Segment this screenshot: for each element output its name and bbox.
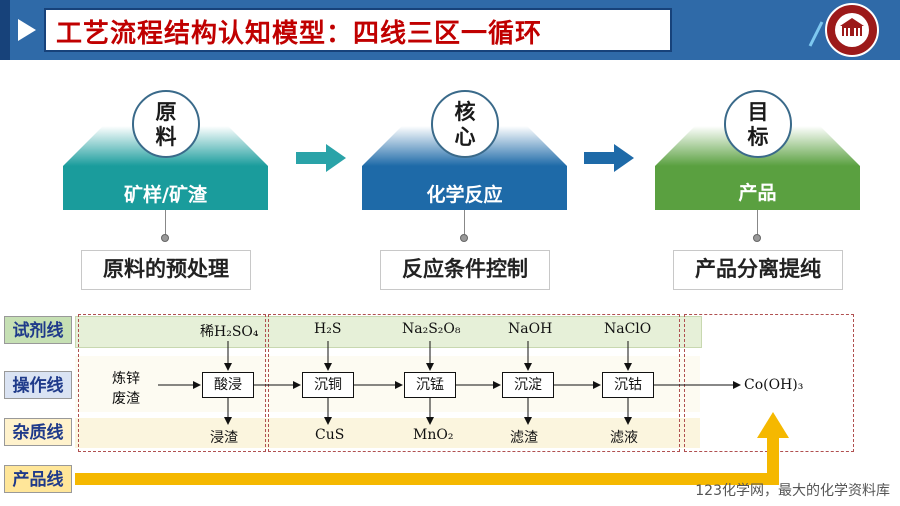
row-label-reagent: 试剂线 [4,316,72,344]
reagent-label: 稀H₂SO₄ [200,324,259,340]
reagent-label: Na₂S₂O₈ [402,321,461,337]
stage-description: 反应条件控制 [380,250,550,290]
reagent-band [75,316,702,348]
circle-text: 原 料 [155,100,177,149]
connector-line [165,210,166,236]
zone-pretreatment [78,314,266,452]
row-label-impurity: 杂质线 [4,418,72,446]
university-seal-icon [825,3,879,57]
reagent-label: NaOH [508,321,553,337]
reagent-label: H₂S [314,321,342,337]
arrow-right-icon [296,144,346,172]
stage-band-label: 化学反应 [426,184,503,206]
stage-circle: 核 心 [431,90,499,158]
stage-core: 化学反应 核 心 反应条件控制 [362,90,567,290]
page-title: 工艺流程结构认知模型：四线三区一循环 [56,19,543,49]
stage-circle: 原 料 [132,90,200,158]
product-label: Co(OH)₃ [744,377,804,393]
process-step-box: 沉锰 [404,372,456,398]
stage-description: 产品分离提纯 [673,250,843,290]
title-box: 工艺流程结构认知模型：四线三区一循环 [44,8,672,52]
connector-line [757,210,758,236]
connector-line [464,210,465,236]
stage-circle: 目 标 [724,90,792,158]
chevron-right-icon [18,19,36,41]
impurity-label: 滤液 [610,430,638,446]
circle-text: 核 心 [454,100,476,149]
row-label-product: 产品线 [4,465,72,493]
reagent-label: NaClO [604,321,652,337]
connector-dot [161,234,169,242]
impurity-label: 滤渣 [510,430,538,446]
header-stripe [0,0,10,60]
process-step-box: 酸浸 [202,372,254,398]
impurity-label: MnO₂ [413,427,454,443]
row-label-operation: 操作线 [4,371,72,399]
deco-slash-icon [808,21,824,47]
raw-material-line1: 炼锌 [112,371,140,387]
stage-raw-material: 矿样/矿渣 原 料 原料的预处理 [63,90,268,290]
stage-description: 原料的预处理 [81,250,251,290]
connector-dot [460,234,468,242]
circle-text: 目 标 [747,100,769,149]
process-step-box: 沉钴 [602,372,654,398]
process-step-box: 沉铜 [302,372,354,398]
stage-band-label: 产品 [738,182,777,204]
impurity-label: CuS [315,427,345,443]
stage-band-label: 矿样/矿渣 [124,184,207,206]
raw-material-line2: 废渣 [112,391,140,407]
connector-dot [753,234,761,242]
arrow-right-icon [584,144,634,172]
stage-target: 产品 目 标 产品分离提纯 [655,90,860,290]
impurity-band [75,418,700,448]
zone-reaction [268,314,680,452]
impurity-label: 浸渣 [210,430,238,446]
process-step-box: 沉淀 [502,372,554,398]
watermark: 123化学网，最大的化学资料库 [695,483,890,499]
